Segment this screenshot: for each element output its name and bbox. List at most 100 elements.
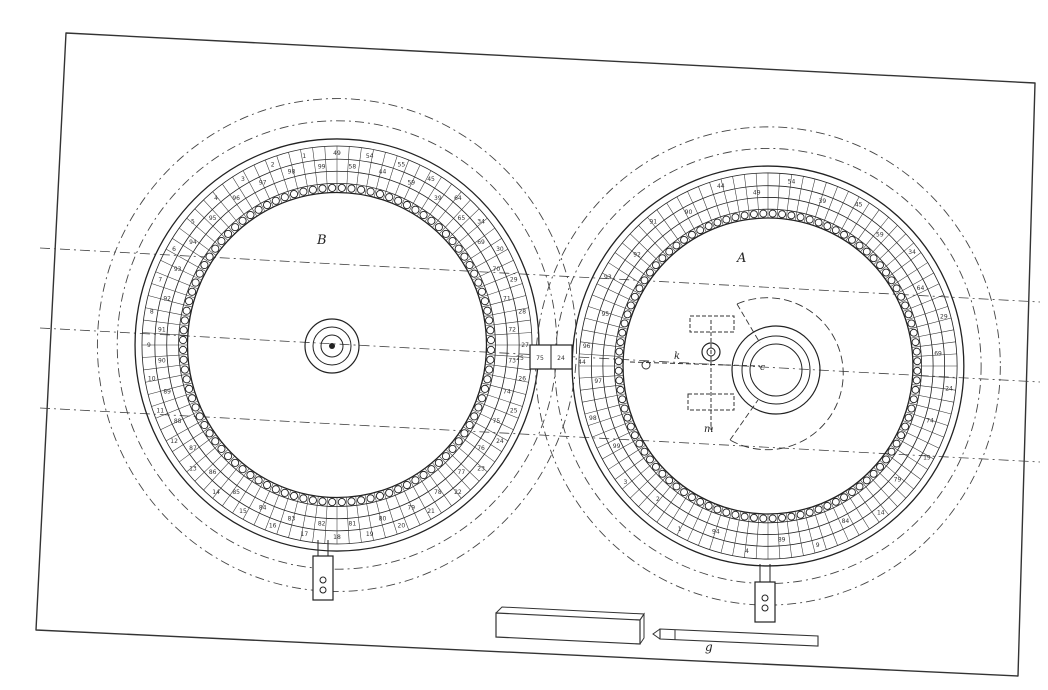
division-line — [666, 490, 691, 530]
handle-b-hole — [319, 576, 327, 584]
division-line — [485, 363, 531, 371]
division-line — [324, 497, 328, 544]
guard-edge — [729, 399, 759, 441]
division-line — [614, 452, 651, 480]
cell-number: 26 — [518, 375, 526, 382]
label-part-m: m — [704, 424, 713, 435]
peg-hole — [263, 480, 272, 490]
division-line — [867, 225, 898, 259]
peg-hole — [486, 336, 496, 345]
cell-number: 97 — [594, 378, 602, 385]
cell-number: 70 — [493, 266, 501, 273]
peg-hole — [688, 230, 696, 239]
cell-number: 74 — [926, 417, 934, 424]
cell-number: 14 — [212, 489, 220, 496]
peg-hole — [470, 412, 479, 421]
cell-number: 28 — [518, 309, 526, 316]
peg-hole — [672, 241, 681, 250]
accessories — [495, 606, 819, 647]
peg-hole — [419, 470, 428, 480]
handle-a — [754, 581, 776, 623]
division-line — [579, 353, 624, 357]
division-line — [212, 191, 242, 228]
division-line — [481, 382, 526, 395]
division-line — [908, 402, 952, 415]
cell-number: 87 — [189, 445, 197, 452]
cell-number: 94 — [712, 529, 720, 536]
division-line — [408, 170, 432, 212]
division-line — [475, 271, 519, 290]
peg-hole — [182, 375, 191, 384]
gear-small-hub — [706, 347, 716, 357]
peg-hole — [635, 284, 644, 293]
peg-hole — [616, 338, 625, 347]
division-line — [203, 199, 235, 235]
peg-hole — [411, 205, 420, 214]
peg-hole — [179, 355, 188, 364]
peg-hole — [299, 494, 308, 503]
division-line — [867, 473, 898, 507]
division-line — [905, 411, 948, 426]
peg-hole — [778, 513, 786, 522]
peg-hole — [465, 420, 474, 430]
peg-hole — [907, 319, 916, 328]
division-line — [179, 434, 217, 463]
division-line — [155, 271, 199, 290]
peg-hole — [630, 431, 639, 440]
division-line — [143, 319, 189, 327]
peg-hole — [778, 210, 786, 219]
peg-hole — [328, 498, 337, 507]
connector-number: 25 — [516, 355, 524, 362]
peg-hole — [615, 347, 624, 356]
cell-number: 76 — [477, 445, 485, 452]
cell-number: 88 — [174, 418, 182, 425]
peg-hole — [486, 326, 495, 335]
peg-hole — [205, 429, 214, 438]
peg-hole — [318, 497, 327, 506]
division-line — [676, 196, 699, 237]
cell-number: 29 — [510, 276, 518, 283]
division-line — [837, 196, 860, 237]
division-line — [382, 489, 398, 535]
peg-hole — [357, 185, 366, 194]
peg-hole — [897, 431, 906, 440]
peg-hole — [646, 455, 654, 464]
division-line — [276, 155, 292, 201]
peg-hole — [904, 413, 913, 422]
peg-hole — [869, 254, 878, 263]
division-line — [755, 513, 760, 559]
division-line — [439, 455, 471, 491]
cell-number: 97 — [259, 179, 267, 186]
peg-hole — [805, 215, 814, 224]
division-line — [744, 512, 751, 558]
peg-hole — [630, 292, 639, 301]
division-line — [467, 248, 509, 272]
division-line — [776, 173, 781, 219]
peg-hole — [191, 278, 200, 287]
cell-number: 79 — [407, 505, 415, 512]
peg-hole — [831, 226, 840, 235]
division-line — [424, 183, 452, 222]
division-line — [908, 317, 952, 330]
division-line — [579, 375, 624, 379]
division-line — [912, 353, 957, 357]
division-line — [288, 152, 301, 198]
division-line — [785, 174, 792, 220]
peg-hole — [892, 284, 901, 293]
peg-hole — [486, 345, 496, 354]
peg-hole — [180, 365, 189, 374]
peg-hole — [480, 297, 489, 306]
peg-hole — [211, 244, 220, 253]
peg-hole — [869, 469, 878, 478]
peg-hole — [652, 462, 660, 471]
cell-number: 3 — [624, 479, 628, 486]
division-line — [364, 494, 374, 541]
peg-hole — [680, 488, 688, 497]
peg-hole — [179, 326, 188, 335]
division-line — [276, 489, 292, 535]
peg-hole — [254, 205, 263, 214]
cell-number: 25 — [510, 408, 518, 415]
peg-hole — [672, 482, 681, 491]
cell-number: 84 — [259, 505, 267, 512]
peg-hole — [308, 496, 317, 505]
